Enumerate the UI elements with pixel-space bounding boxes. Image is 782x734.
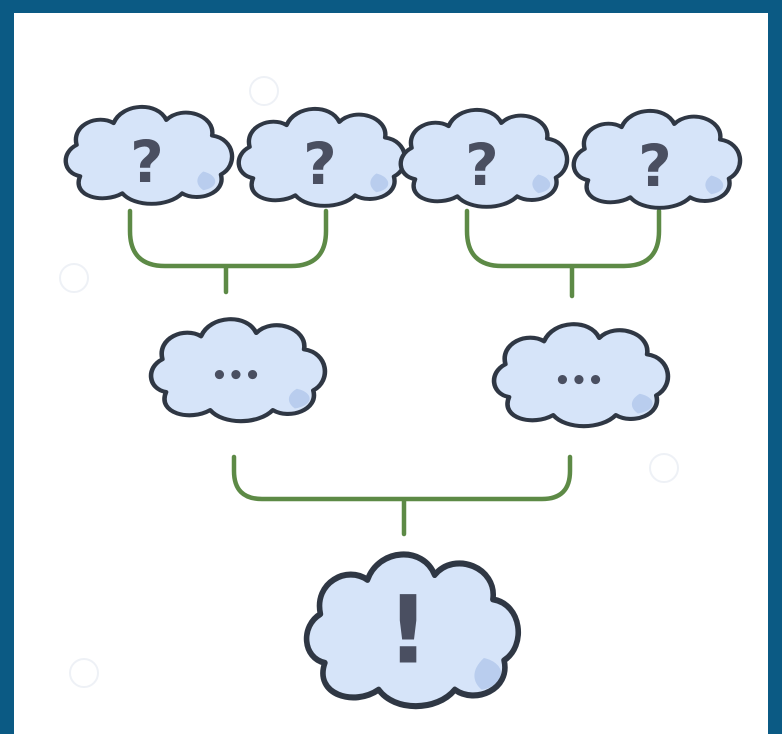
- connectors: [127, 208, 662, 537]
- question-cloud-1: [66, 107, 232, 204]
- question-cloud-3: [401, 110, 567, 207]
- connector-middle: [231, 454, 573, 537]
- ellipsis-icon: •••: [554, 366, 604, 396]
- question-cloud-4: [574, 111, 740, 208]
- question-mark-icon: ?: [465, 131, 499, 199]
- question-mark-icon: ?: [638, 132, 672, 200]
- thought-tree-diagram: ? ? ? ?: [59, 76, 768, 734]
- question-mark-icon: ?: [303, 130, 337, 198]
- question-cloud-2: [239, 109, 405, 206]
- question-mark-icon: ?: [130, 128, 164, 196]
- connector-right-top: [464, 208, 662, 299]
- thinking-cloud-left: [151, 319, 325, 421]
- ellipsis-icon: •••: [211, 361, 261, 391]
- exclamation-mark-icon: !: [387, 577, 430, 686]
- idea-cloud-root: [307, 554, 519, 706]
- connector-left-top: [127, 208, 329, 295]
- diagram-canvas: ? ? ? ?: [14, 13, 768, 734]
- thinking-cloud-right: [494, 324, 668, 426]
